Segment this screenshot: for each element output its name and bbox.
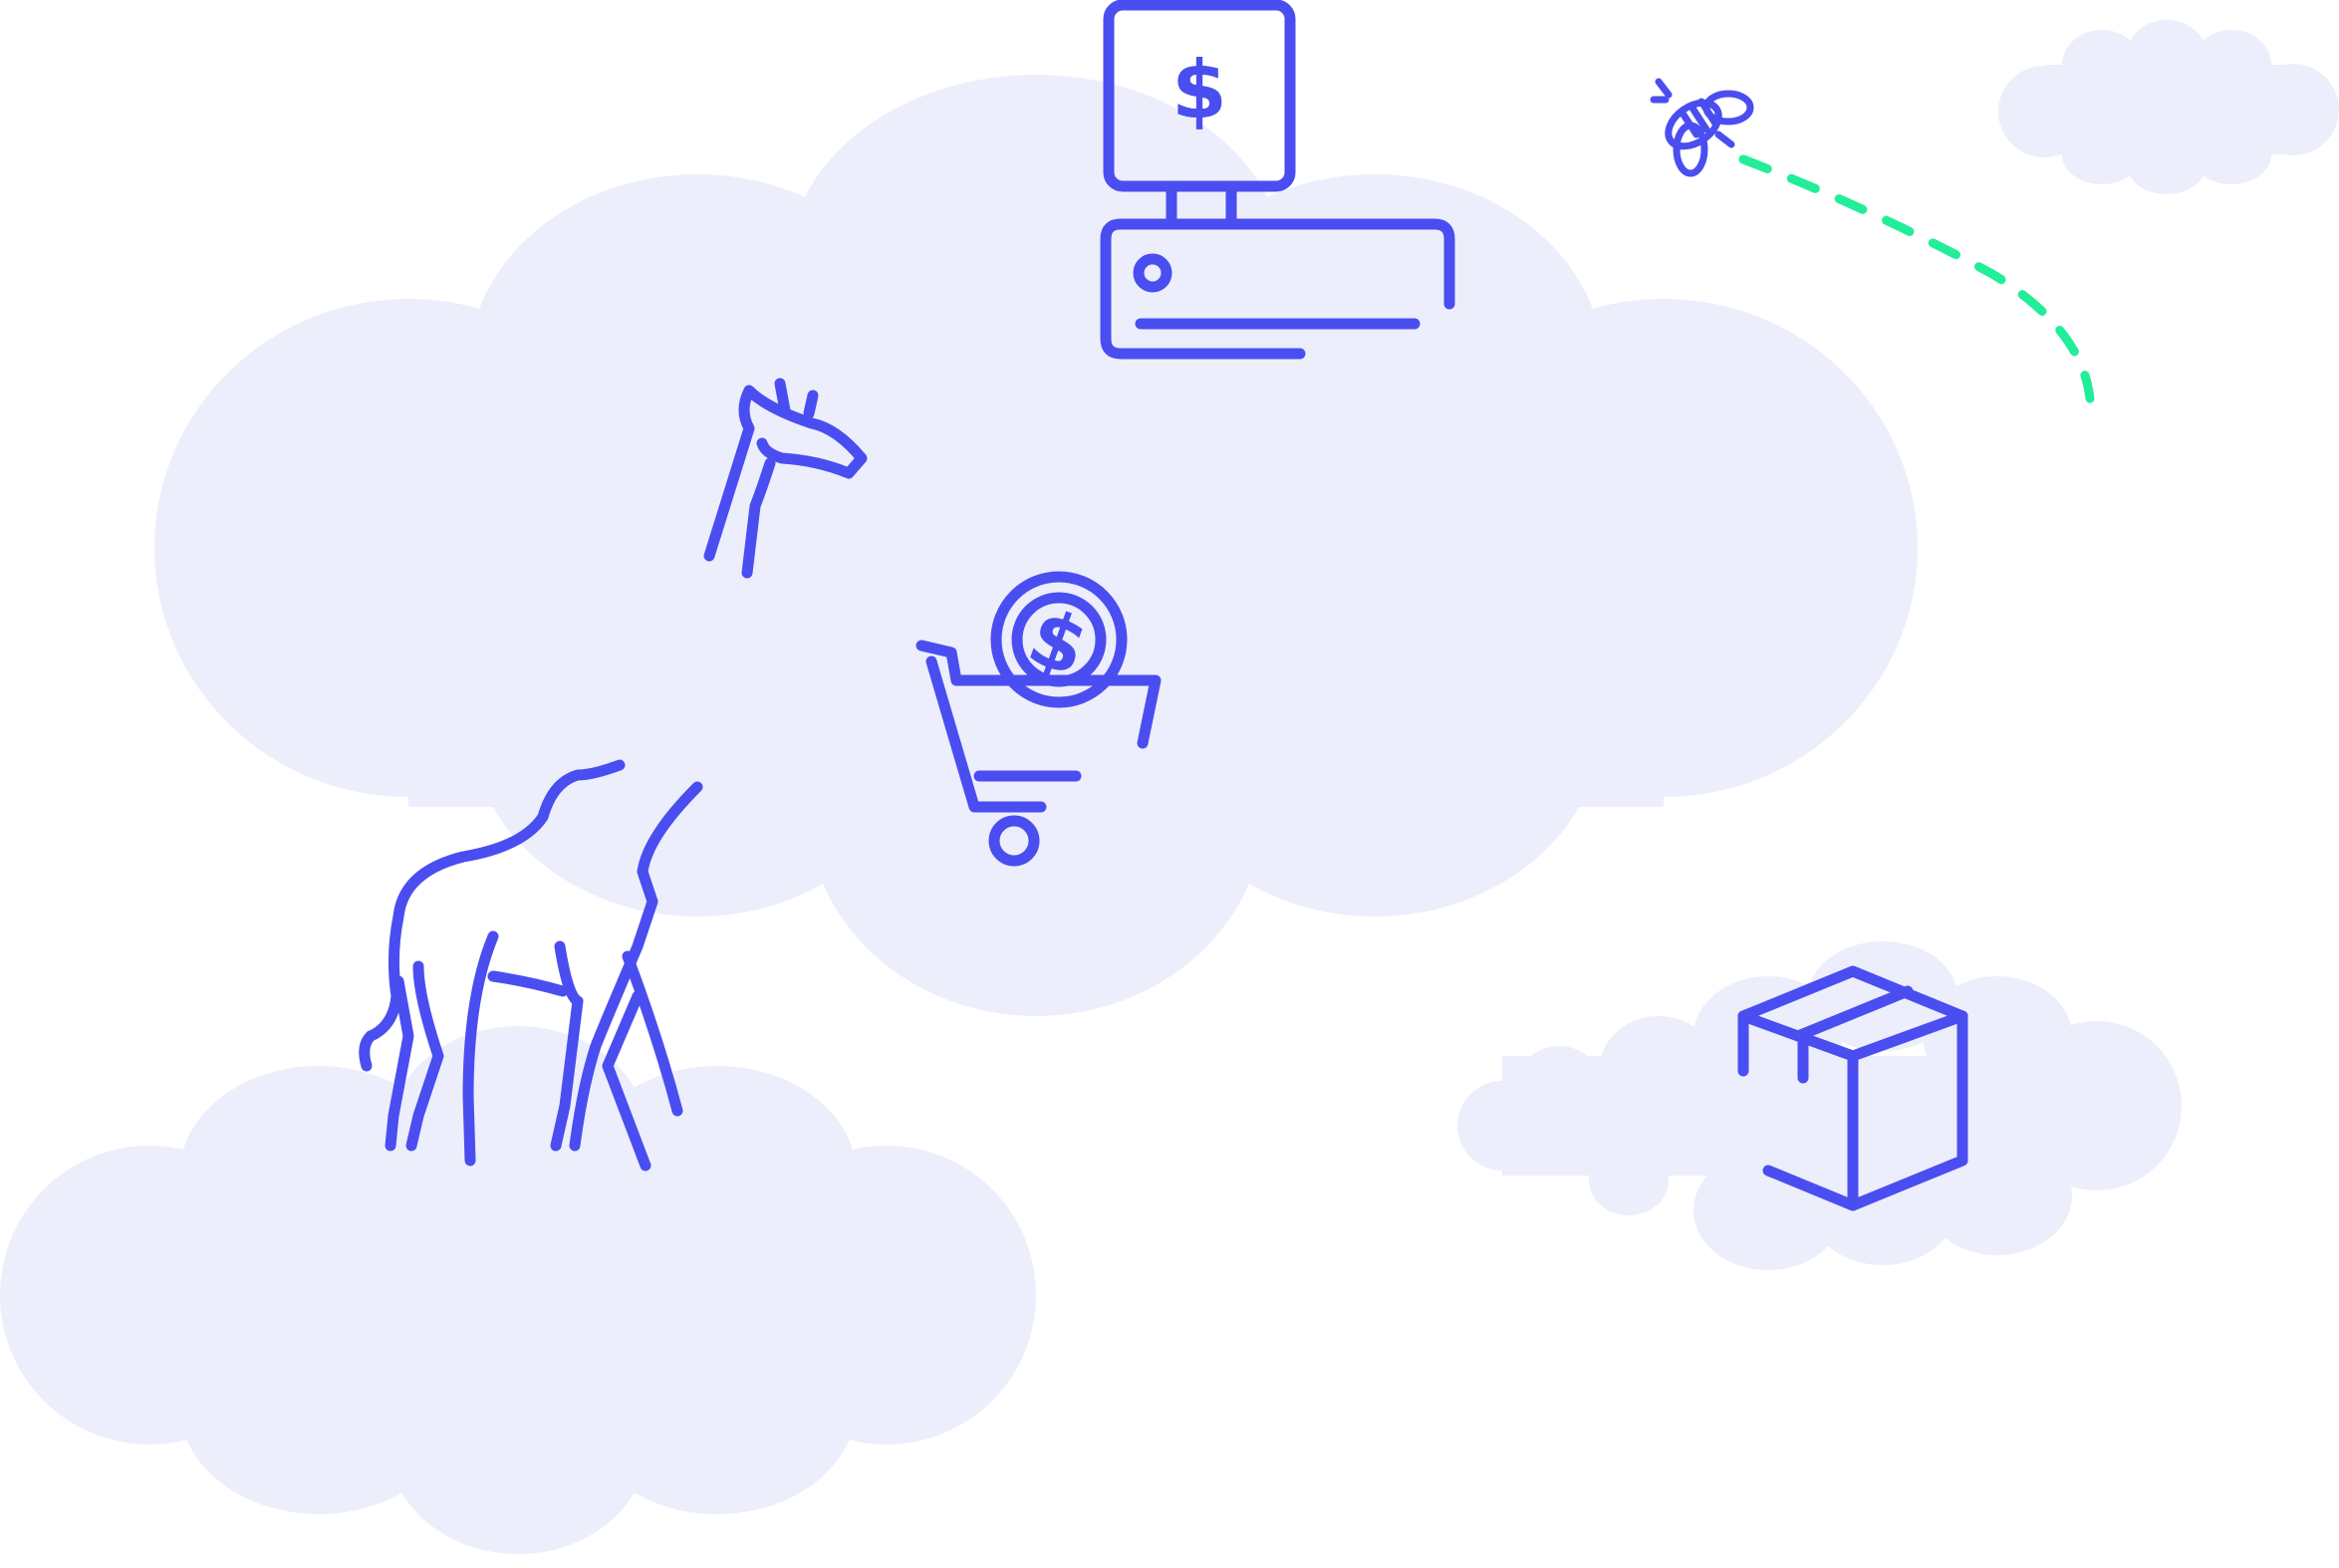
cash-register-icon: $	[1100, 0, 1455, 360]
cloud-top-right	[1998, 20, 2339, 194]
package-box-icon	[1737, 965, 1968, 1211]
register-screen-dollar: $	[1171, 44, 1227, 136]
giraffe-icon	[359, 378, 868, 1172]
cloud-bottom-left	[0, 1026, 1036, 1554]
bee-icon	[1650, 78, 1754, 177]
bee-flight-trail	[1738, 154, 2095, 403]
shopping-cart-icon: $	[915, 571, 1162, 867]
